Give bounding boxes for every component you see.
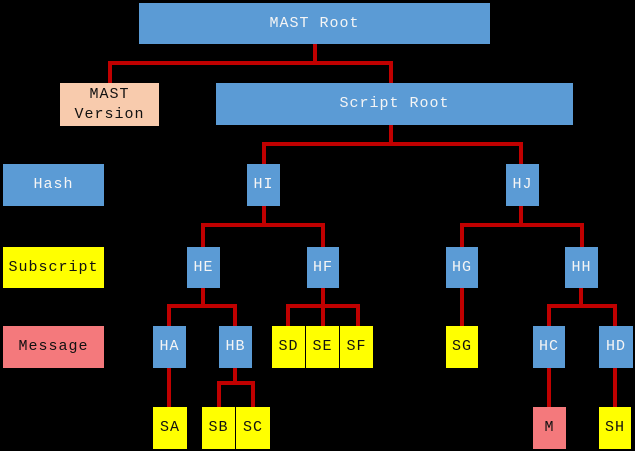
node-SB: SB [202, 407, 235, 449]
node-HF: HF [307, 247, 339, 288]
node-M: M [533, 407, 566, 449]
node-HI: HI [247, 164, 280, 206]
node-HA: HA [153, 326, 186, 368]
node-SA: SA [153, 407, 187, 449]
connector-segment [321, 288, 325, 308]
node-legend-message: Message [3, 326, 104, 368]
connector-segment [167, 368, 171, 407]
node-mast-root: MAST Root [139, 3, 490, 44]
connector-segment [262, 142, 523, 146]
connector-segment [233, 304, 237, 326]
connector-segment [547, 304, 617, 308]
connector-segment [167, 304, 171, 326]
node-HC: HC [533, 326, 565, 368]
connector-segment [251, 381, 255, 407]
node-SD: SD [272, 326, 305, 368]
node-legend-subscript: Subscript [3, 247, 104, 288]
connector-segment [262, 142, 266, 164]
connector-segment [108, 61, 112, 83]
node-HH: HH [565, 247, 598, 288]
connector-segment [167, 304, 237, 308]
connector-segment [579, 288, 583, 308]
connector-segment [519, 142, 523, 164]
connector-segment [233, 368, 237, 385]
connector-segment [460, 223, 464, 247]
connector-segment [519, 206, 523, 227]
connector-segment [201, 223, 325, 227]
connector-segment [201, 223, 205, 247]
connector-segment [613, 368, 617, 407]
connector-segment [389, 61, 393, 83]
connector-segment [313, 44, 317, 65]
node-HB: HB [219, 326, 252, 368]
connector-segment [547, 304, 551, 326]
node-mast-version: MAST Version [60, 83, 159, 126]
node-SG: SG [446, 326, 478, 368]
connector-segment [460, 223, 584, 227]
connector-segment [286, 304, 290, 326]
connector-segment [613, 304, 617, 326]
node-HD: HD [599, 326, 633, 368]
connector-segment [356, 304, 360, 326]
node-SH: SH [599, 407, 631, 449]
connector-segment [108, 61, 393, 65]
node-HG: HG [446, 247, 478, 288]
connector-segment [547, 368, 551, 407]
node-SC: SC [236, 407, 270, 449]
connector-segment [389, 125, 393, 146]
node-HE: HE [187, 247, 220, 288]
connector-segment [201, 288, 205, 308]
node-legend-hash: Hash [3, 164, 104, 206]
connector-segment [217, 381, 221, 407]
node-HJ: HJ [506, 164, 539, 206]
node-SF: SF [340, 326, 373, 368]
connector-segment [580, 223, 584, 247]
connector-segment [321, 304, 325, 326]
connector-segment [460, 288, 464, 326]
node-script-root: Script Root [216, 83, 573, 125]
connector-segment [262, 206, 266, 227]
connector-segment [217, 381, 255, 385]
connector-segment [321, 223, 325, 247]
node-SE: SE [306, 326, 339, 368]
